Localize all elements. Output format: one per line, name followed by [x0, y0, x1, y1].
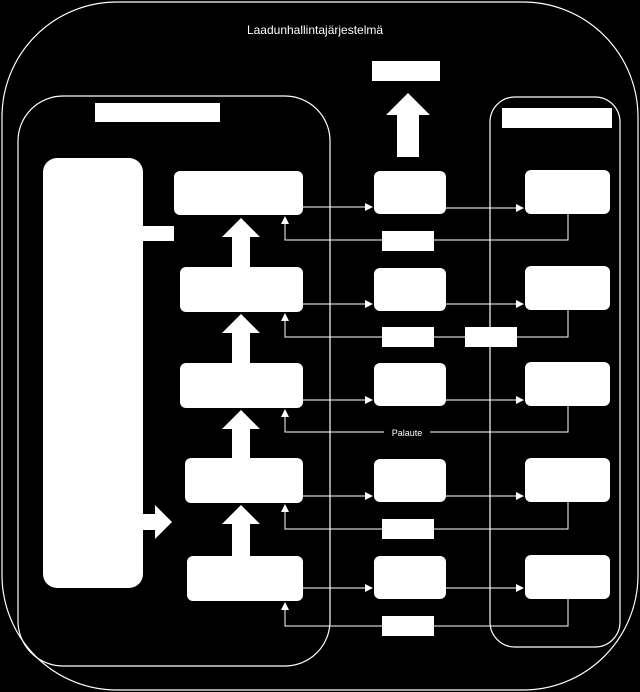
right-group-frame	[489, 96, 621, 648]
level-box-3	[180, 363, 303, 408]
tall-side-box	[43, 158, 143, 588]
feedback-label-box-1	[382, 231, 434, 251]
right-box-2	[525, 266, 610, 310]
feedback-label-box-2a	[382, 327, 434, 347]
up-arrow-3	[222, 410, 260, 458]
feedback-label-box-5	[382, 616, 434, 636]
level-box-4	[185, 458, 303, 503]
middle-box-5	[374, 556, 446, 599]
level-box-1	[174, 171, 303, 215]
output-label-box	[372, 61, 440, 81]
up-arrow-4	[222, 505, 260, 556]
right-box-4	[525, 458, 610, 502]
tall-box-arrow-right	[140, 505, 172, 539]
forward-connectors	[303, 203, 524, 592]
feedback-label-box-2b	[465, 327, 517, 347]
up-arrow-2	[222, 314, 260, 363]
left-group-frame	[17, 95, 331, 667]
middle-box-2	[374, 268, 446, 311]
feedback-label: Palaute	[392, 428, 423, 438]
right-box-5	[525, 555, 610, 599]
output-up-arrow	[386, 93, 430, 157]
up-arrow-1	[222, 218, 260, 267]
middle-box-4	[374, 459, 446, 502]
left-group-label-box	[95, 103, 220, 122]
right-box-3	[525, 362, 610, 406]
middle-box-1	[374, 171, 446, 214]
right-group-label-box	[502, 108, 612, 128]
level-box-2	[180, 267, 303, 312]
right-box-1	[525, 170, 610, 214]
middle-box-3	[374, 363, 446, 406]
feedback-label-bg-3	[384, 425, 430, 439]
system-title: Laadunhallintajärjestelmä	[247, 23, 383, 37]
tall-box-connector-top	[143, 226, 174, 241]
feedback-label-box-4	[382, 519, 434, 539]
level-box-5	[187, 556, 303, 601]
